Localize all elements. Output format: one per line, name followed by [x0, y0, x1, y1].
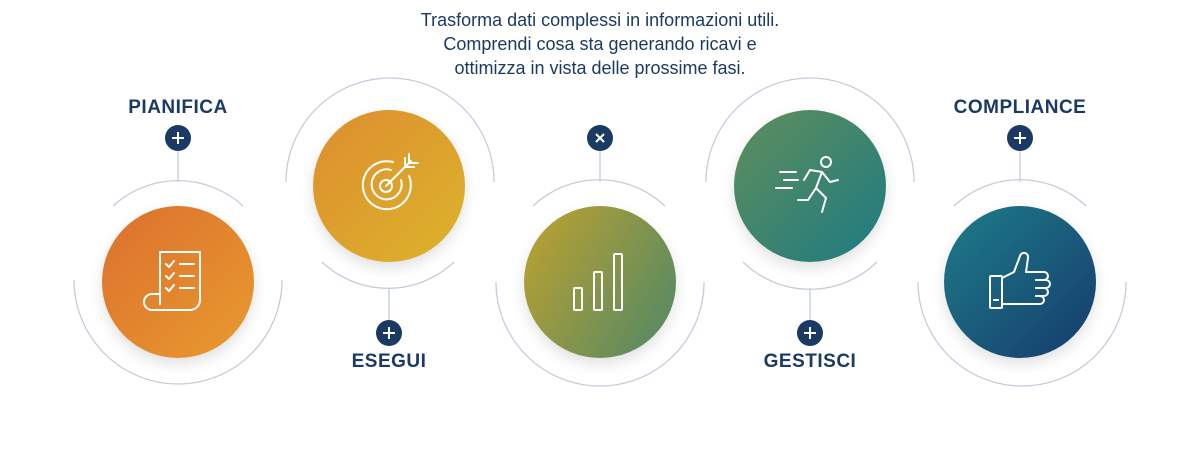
step-circle-analizza[interactable]	[524, 206, 676, 358]
step-circle-gestisci[interactable]	[734, 110, 886, 262]
plus-icon	[172, 132, 184, 144]
step-title-gestisci: GESTISCI	[763, 351, 857, 372]
plus-icon	[383, 327, 395, 339]
step-title-esegui: ESEGUI	[351, 351, 427, 372]
toggle-gestisci-button[interactable]	[797, 320, 823, 346]
plus-icon	[1014, 132, 1026, 144]
toggle-close-button[interactable]	[587, 125, 613, 151]
toggle-pianifica-button[interactable]	[165, 125, 191, 151]
close-icon	[595, 133, 605, 143]
step-circle-compliance[interactable]	[944, 206, 1096, 358]
active-step-description: Trasforma dati complessi in informazioni…	[420, 10, 780, 78]
step-circle-pianifica[interactable]	[102, 206, 254, 358]
toggle-compliance-button[interactable]	[1007, 125, 1033, 151]
toggle-esegui-button[interactable]	[376, 320, 402, 346]
step-title-pianifica: PIANIFICA	[128, 97, 228, 118]
thumbs-up-icon	[989, 251, 1051, 309]
target-icon	[361, 153, 419, 211]
step-title-compliance: COMPLIANCE	[953, 97, 1087, 118]
bar-chart-icon	[573, 253, 623, 311]
running-person-icon	[775, 156, 839, 213]
step-circle-esegui[interactable]	[313, 110, 465, 262]
checklist-icon	[143, 251, 201, 311]
plus-icon	[804, 327, 816, 339]
